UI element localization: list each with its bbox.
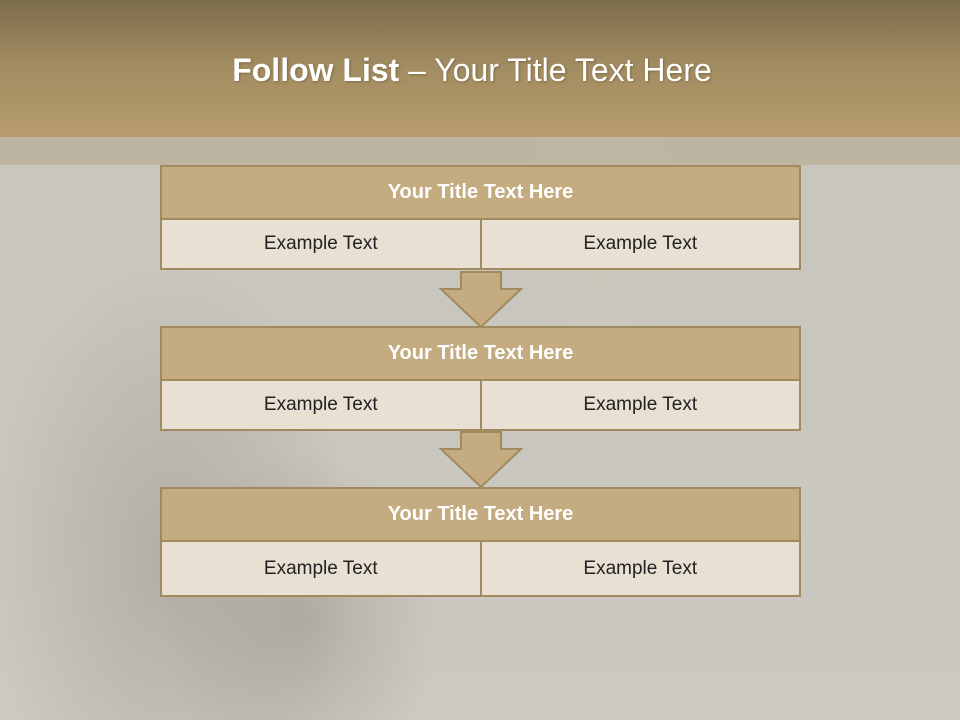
slide-title: Follow List – Your Title Text Here xyxy=(0,52,944,89)
block-title: Your Title Text Here xyxy=(160,326,801,381)
block-row: Example Text Example Text xyxy=(160,542,801,597)
title-bar-strip xyxy=(0,137,960,165)
title-bar xyxy=(0,0,960,137)
list-block-3: Your Title Text Here Example Text Exampl… xyxy=(160,487,801,597)
block-cell-left: Example Text xyxy=(162,542,480,595)
block-cell-right: Example Text xyxy=(479,220,799,268)
block-row: Example Text Example Text xyxy=(160,220,801,270)
down-arrow-icon xyxy=(439,271,523,329)
block-cell-right: Example Text xyxy=(479,542,799,595)
list-block-1: Your Title Text Here Example Text Exampl… xyxy=(160,165,801,270)
block-row: Example Text Example Text xyxy=(160,381,801,431)
block-cell-left: Example Text xyxy=(162,381,480,429)
block-cell-left: Example Text xyxy=(162,220,480,268)
slide-title-rest: – Your Title Text Here xyxy=(399,52,712,88)
list-block-2: Your Title Text Here Example Text Exampl… xyxy=(160,326,801,431)
block-title: Your Title Text Here xyxy=(160,487,801,542)
down-arrow-icon xyxy=(439,431,523,489)
block-cell-right: Example Text xyxy=(479,381,799,429)
slide-title-bold: Follow List xyxy=(232,52,400,88)
block-title: Your Title Text Here xyxy=(160,165,801,220)
